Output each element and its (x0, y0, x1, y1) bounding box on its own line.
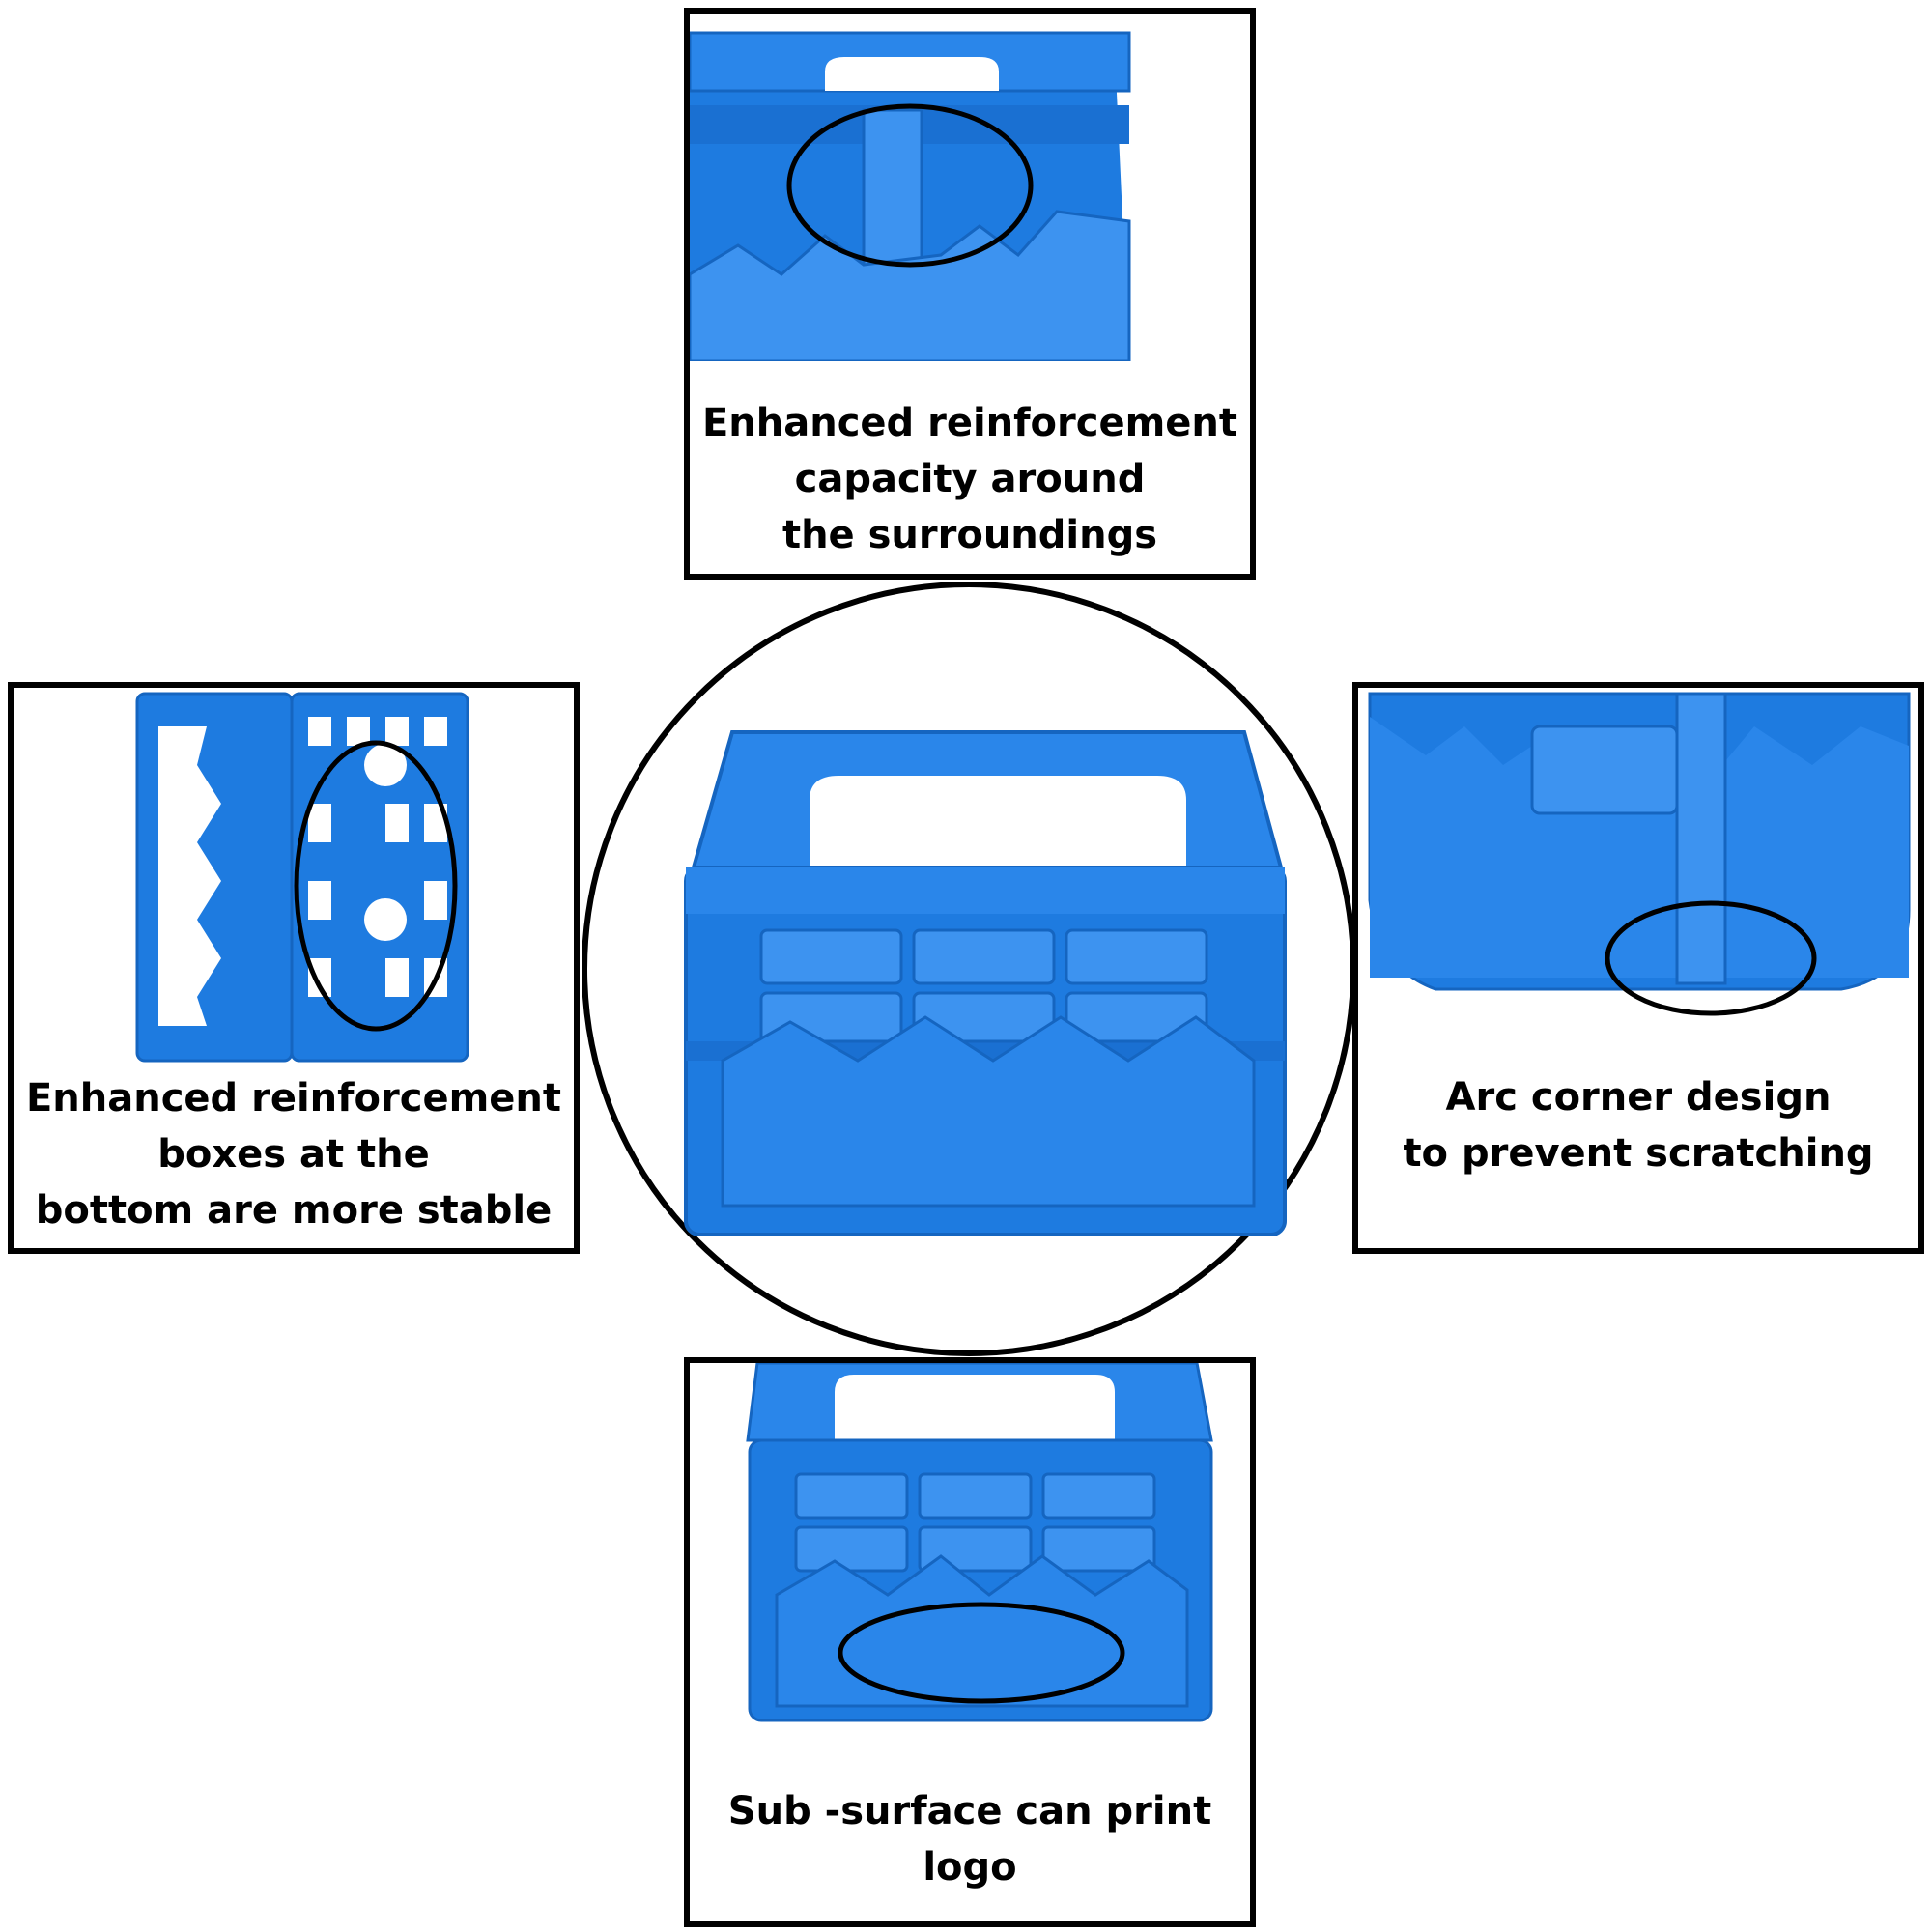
crate-top-band (686, 867, 1285, 914)
crate-top-rim-closeup-image (690, 14, 1250, 361)
logo-print-area-ellipse (838, 1602, 1125, 1704)
feature-panel-left: Enhanced reinforcement boxes at the bott… (8, 682, 580, 1254)
feature-panel-bottom: Sub -surface can print logo (684, 1357, 1256, 1927)
crate-handle-opening (810, 776, 1186, 867)
crate-corner-closeup-image (1358, 688, 1918, 1016)
feature-caption-right: Arc corner design to prevent scratching (1403, 1075, 1874, 1176)
crate-compartments (759, 928, 1208, 1043)
highlight-ellipse (786, 103, 1034, 268)
feature-panel-top: Enhanced reinforcement capacity around t… (684, 8, 1256, 580)
highlight-ellipse (294, 740, 458, 1032)
feature-caption-left: Enhanced reinforcement boxes at the bott… (25, 1076, 562, 1233)
crate-zigzag-panel (721, 1015, 1256, 1208)
crate-side-view-closeup-image (14, 688, 574, 1065)
feature-caption-bottom: Sub -surface can print logo (727, 1789, 1212, 1889)
feature-panel-right: Arc corner design to prevent scratching (1352, 682, 1924, 1254)
center-crate-illustration (582, 582, 1356, 1356)
feature-caption-top: Enhanced reinforcement capacity around t… (701, 401, 1238, 557)
crate-front-view-image (690, 1363, 1250, 1730)
highlight-ellipse (1605, 900, 1817, 1016)
